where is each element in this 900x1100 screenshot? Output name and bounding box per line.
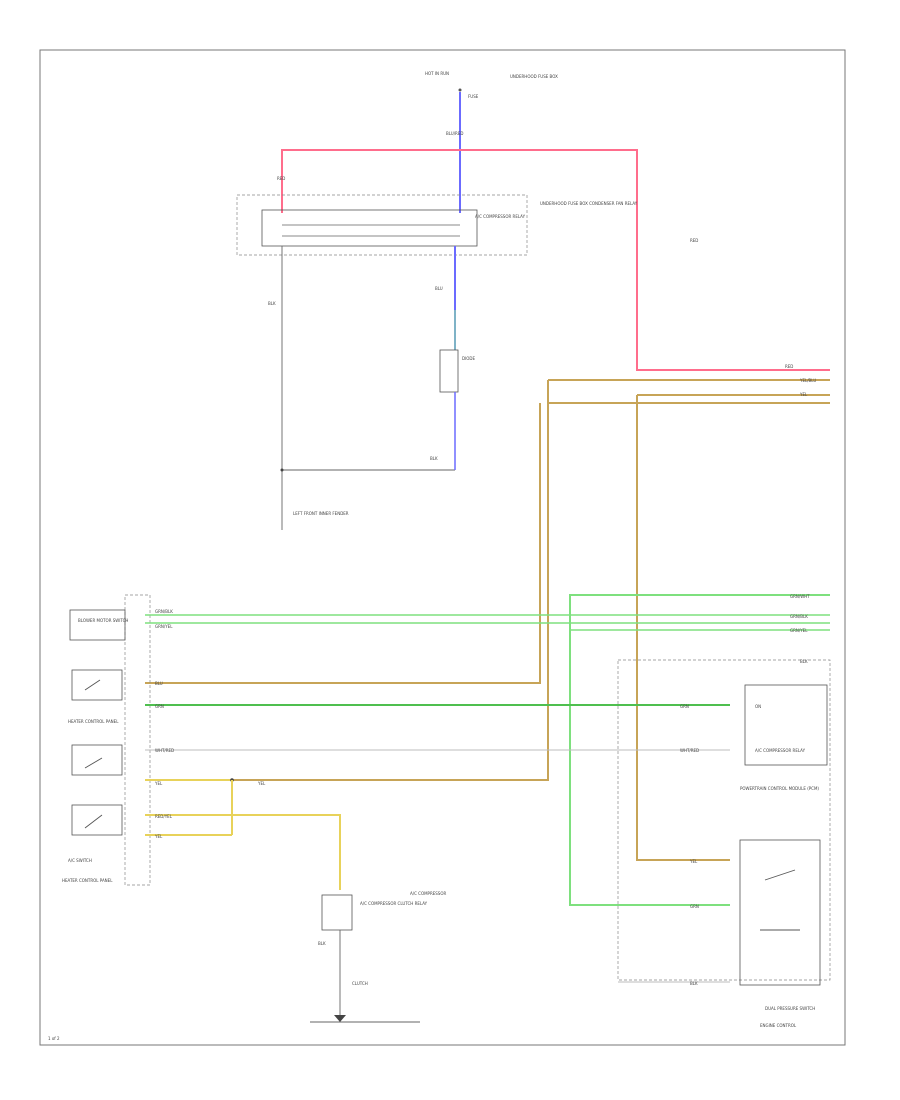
wire-code-wht-red-right: WHT/RED [680, 748, 699, 753]
wire-code-red-connector: RED [785, 364, 793, 369]
wire-code-red-right: RED [690, 238, 698, 243]
ac-compressor-label: A/C COMPRESSOR [410, 891, 446, 896]
wire-code-wht-red: WHT/RED [155, 748, 174, 753]
wire-code-grn-wht: GRN/WHT [790, 594, 810, 599]
dual-pressure-label: DUAL PRESSURE SWITCH [765, 1006, 815, 1011]
wire-code-blk-clutch: BLK [318, 941, 326, 946]
module-compressor-label: A/C COMPRESSOR RELAY [755, 748, 806, 753]
wire-code-grn-yel: GRN/YEL [155, 624, 173, 629]
wire-code-blu: BLU [435, 286, 443, 291]
tan-wire-hvac [145, 403, 541, 684]
diode-label: DIODE [462, 356, 475, 361]
clutch-label: CLUTCH [352, 981, 368, 986]
dual-pressure-box [739, 839, 821, 986]
diagram-frame [39, 49, 846, 1046]
wire-code-yel-lower: YEL [154, 834, 163, 839]
tan-wire-pcm [636, 395, 730, 861]
ecm-label: ENGINE CONTROL [760, 1023, 797, 1028]
wire-code-yel-pcm: YEL [689, 859, 698, 864]
module-on-label: ON [755, 704, 761, 709]
wire-code-grn-blk-right: GRN/BLK [790, 614, 808, 619]
switch-block-2 [71, 744, 123, 776]
ground-label: LEFT FRONT INNER FENDER [293, 511, 349, 516]
switch-block-3 [71, 804, 123, 836]
ground-icon [334, 1015, 346, 1022]
wire-code-yel-mid: YEL [257, 781, 266, 786]
yellow-wire-clutch [145, 814, 341, 890]
wire-code-grn-right: GRN [680, 704, 689, 709]
switch-contact-3 [84, 814, 103, 829]
relay-label: A/C COMPRESSOR RELAY [475, 214, 526, 219]
ac-switch-label: A/C SWITCH [68, 858, 92, 863]
wire-code-blu-red-top: BLU/RED [446, 131, 463, 136]
fuse-terminal [458, 88, 462, 92]
wire-code-yel-left: YEL [154, 781, 163, 786]
pcm-title: POWERTRAIN CONTROL MODULE (PCM) [740, 786, 819, 791]
wire-code-yel-blu: YEL/BLU [799, 378, 816, 383]
fuse-label: FUSE [468, 94, 479, 99]
fuse-box-outline [236, 194, 528, 256]
wire-code-grn-pcm: GRN [690, 904, 699, 909]
ac-relay-module [744, 684, 828, 766]
page-marker: 1 of 2 [48, 1036, 60, 1041]
fuse-box-note: UNDERHOOD FUSE BOX [510, 74, 558, 79]
wire-code-yel: YEL [799, 392, 808, 397]
hot-in-run-label: HOT IN RUN [425, 71, 449, 76]
relay-box-title: UNDERHOOD FUSE BOX CONDENSER FAN RELAY [540, 201, 638, 206]
blower-switch-block [69, 609, 126, 641]
clutch-relay-box [321, 894, 353, 931]
tan-wire-down [232, 380, 549, 781]
condenser-fan-relay [261, 209, 478, 247]
diode-box [439, 349, 459, 393]
wire-code-blu-hvac: BLU [155, 681, 163, 686]
hvac-title: HEATER CONTROL PANEL [68, 719, 119, 724]
switch-block-1 [71, 669, 123, 701]
clutch-relay-label: A/C COMPRESSOR CLUTCH RELAY [360, 901, 428, 906]
wire-code-red-yel: RED/YEL [155, 814, 173, 819]
red-wire-power [281, 149, 830, 371]
switch-contact-1 [84, 679, 101, 691]
hvac-panel-outline [124, 594, 151, 886]
switch-contact-2 [84, 757, 103, 769]
wire-code-grn-yel-right: GRN/YEL [790, 628, 808, 633]
wire-code-blk-diode: BLK [430, 456, 438, 461]
blower-label: BLOWER MOTOR SWITCH [78, 618, 128, 623]
wire-code-blk-pcm: BLK [800, 659, 808, 664]
wire-code-grn-blk: GRN/BLK [155, 609, 173, 614]
wire-code-grn: GRN [155, 704, 164, 709]
wire-code-red-left: RED [277, 176, 285, 181]
wire-code-blk-bottom: BLK [690, 981, 698, 986]
pressure-switch-contact [764, 869, 796, 881]
hvac-panel-label: HEATER CONTROL PANEL [62, 878, 113, 883]
wire-code-blk-left: BLK [268, 301, 276, 306]
pcm-outline [617, 659, 831, 981]
splice-point [280, 468, 284, 472]
